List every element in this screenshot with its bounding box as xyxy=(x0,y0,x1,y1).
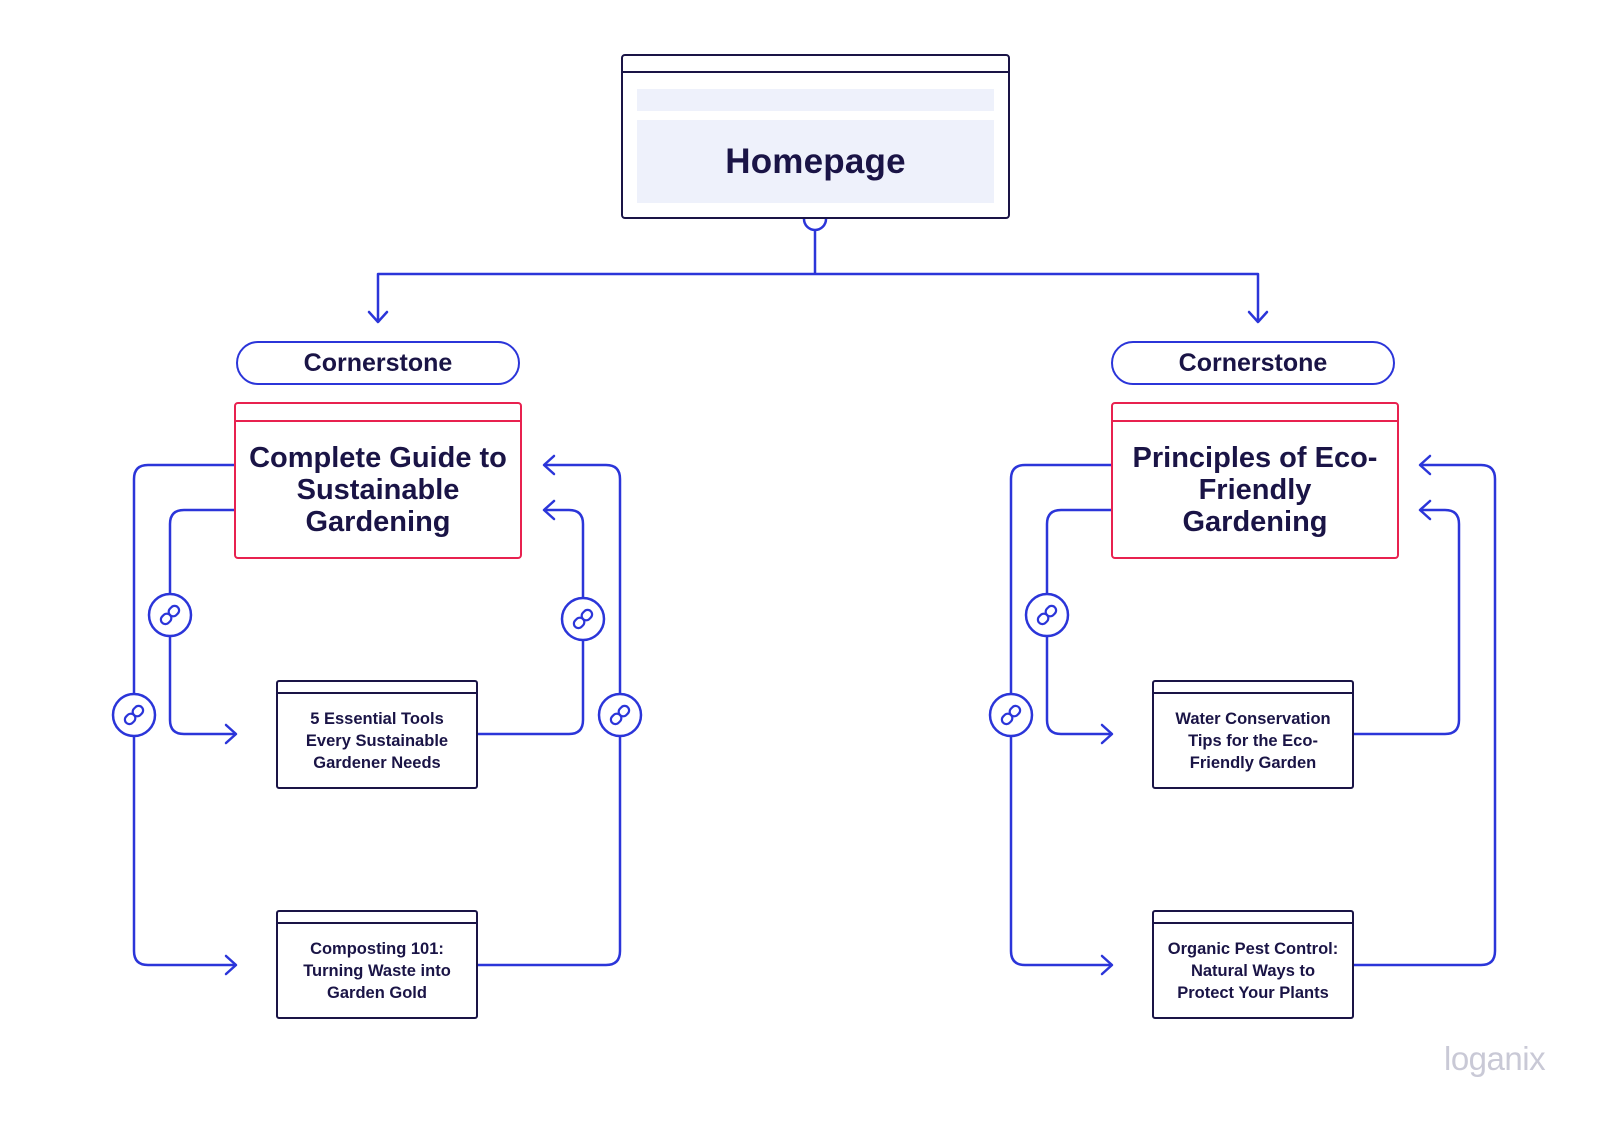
link-icon xyxy=(1024,592,1070,638)
cornerstone-title-right: Principles of Eco-Friendly Gardening xyxy=(1132,441,1378,538)
child-node: Composting 101: Turning Waste into Garde… xyxy=(276,910,478,1019)
cornerstone-node-right: Principles of Eco-Friendly Gardening xyxy=(1111,402,1399,559)
header-strip xyxy=(637,89,994,111)
link-icon xyxy=(147,592,193,638)
child-title: Water Conservation Tips for the Eco-Frie… xyxy=(1175,709,1331,772)
link-icon xyxy=(988,692,1034,738)
homepage-node: Homepage xyxy=(621,54,1010,219)
browser-bar xyxy=(623,71,1008,73)
child-node: Organic Pest Control: Natural Ways to Pr… xyxy=(1152,910,1354,1019)
brand-logo: loganix xyxy=(1444,1040,1546,1077)
child-title: Organic Pest Control: Natural Ways to Pr… xyxy=(1167,939,1339,1002)
link-icon xyxy=(560,596,606,642)
cornerstone-title-left: Complete Guide to Sustainable Gardening xyxy=(249,441,507,538)
child-node: 5 Essential Tools Every Sustainable Gard… xyxy=(276,680,478,789)
link-icon xyxy=(597,692,643,738)
child-node: Water Conservation Tips for the Eco-Frie… xyxy=(1152,680,1354,789)
child-title: 5 Essential Tools Every Sustainable Gard… xyxy=(305,709,449,772)
cornerstone-node-left: Complete Guide to Sustainable Gardening xyxy=(234,402,522,559)
homepage-title: Homepage xyxy=(725,141,906,181)
cornerstone-label-left: Cornerstone xyxy=(236,341,520,385)
homepage-panel: Homepage xyxy=(637,120,994,203)
cornerstone-label-right: Cornerstone xyxy=(1111,341,1395,385)
link-icon xyxy=(111,692,157,738)
child-title: Composting 101: Turning Waste into Garde… xyxy=(303,939,451,1002)
